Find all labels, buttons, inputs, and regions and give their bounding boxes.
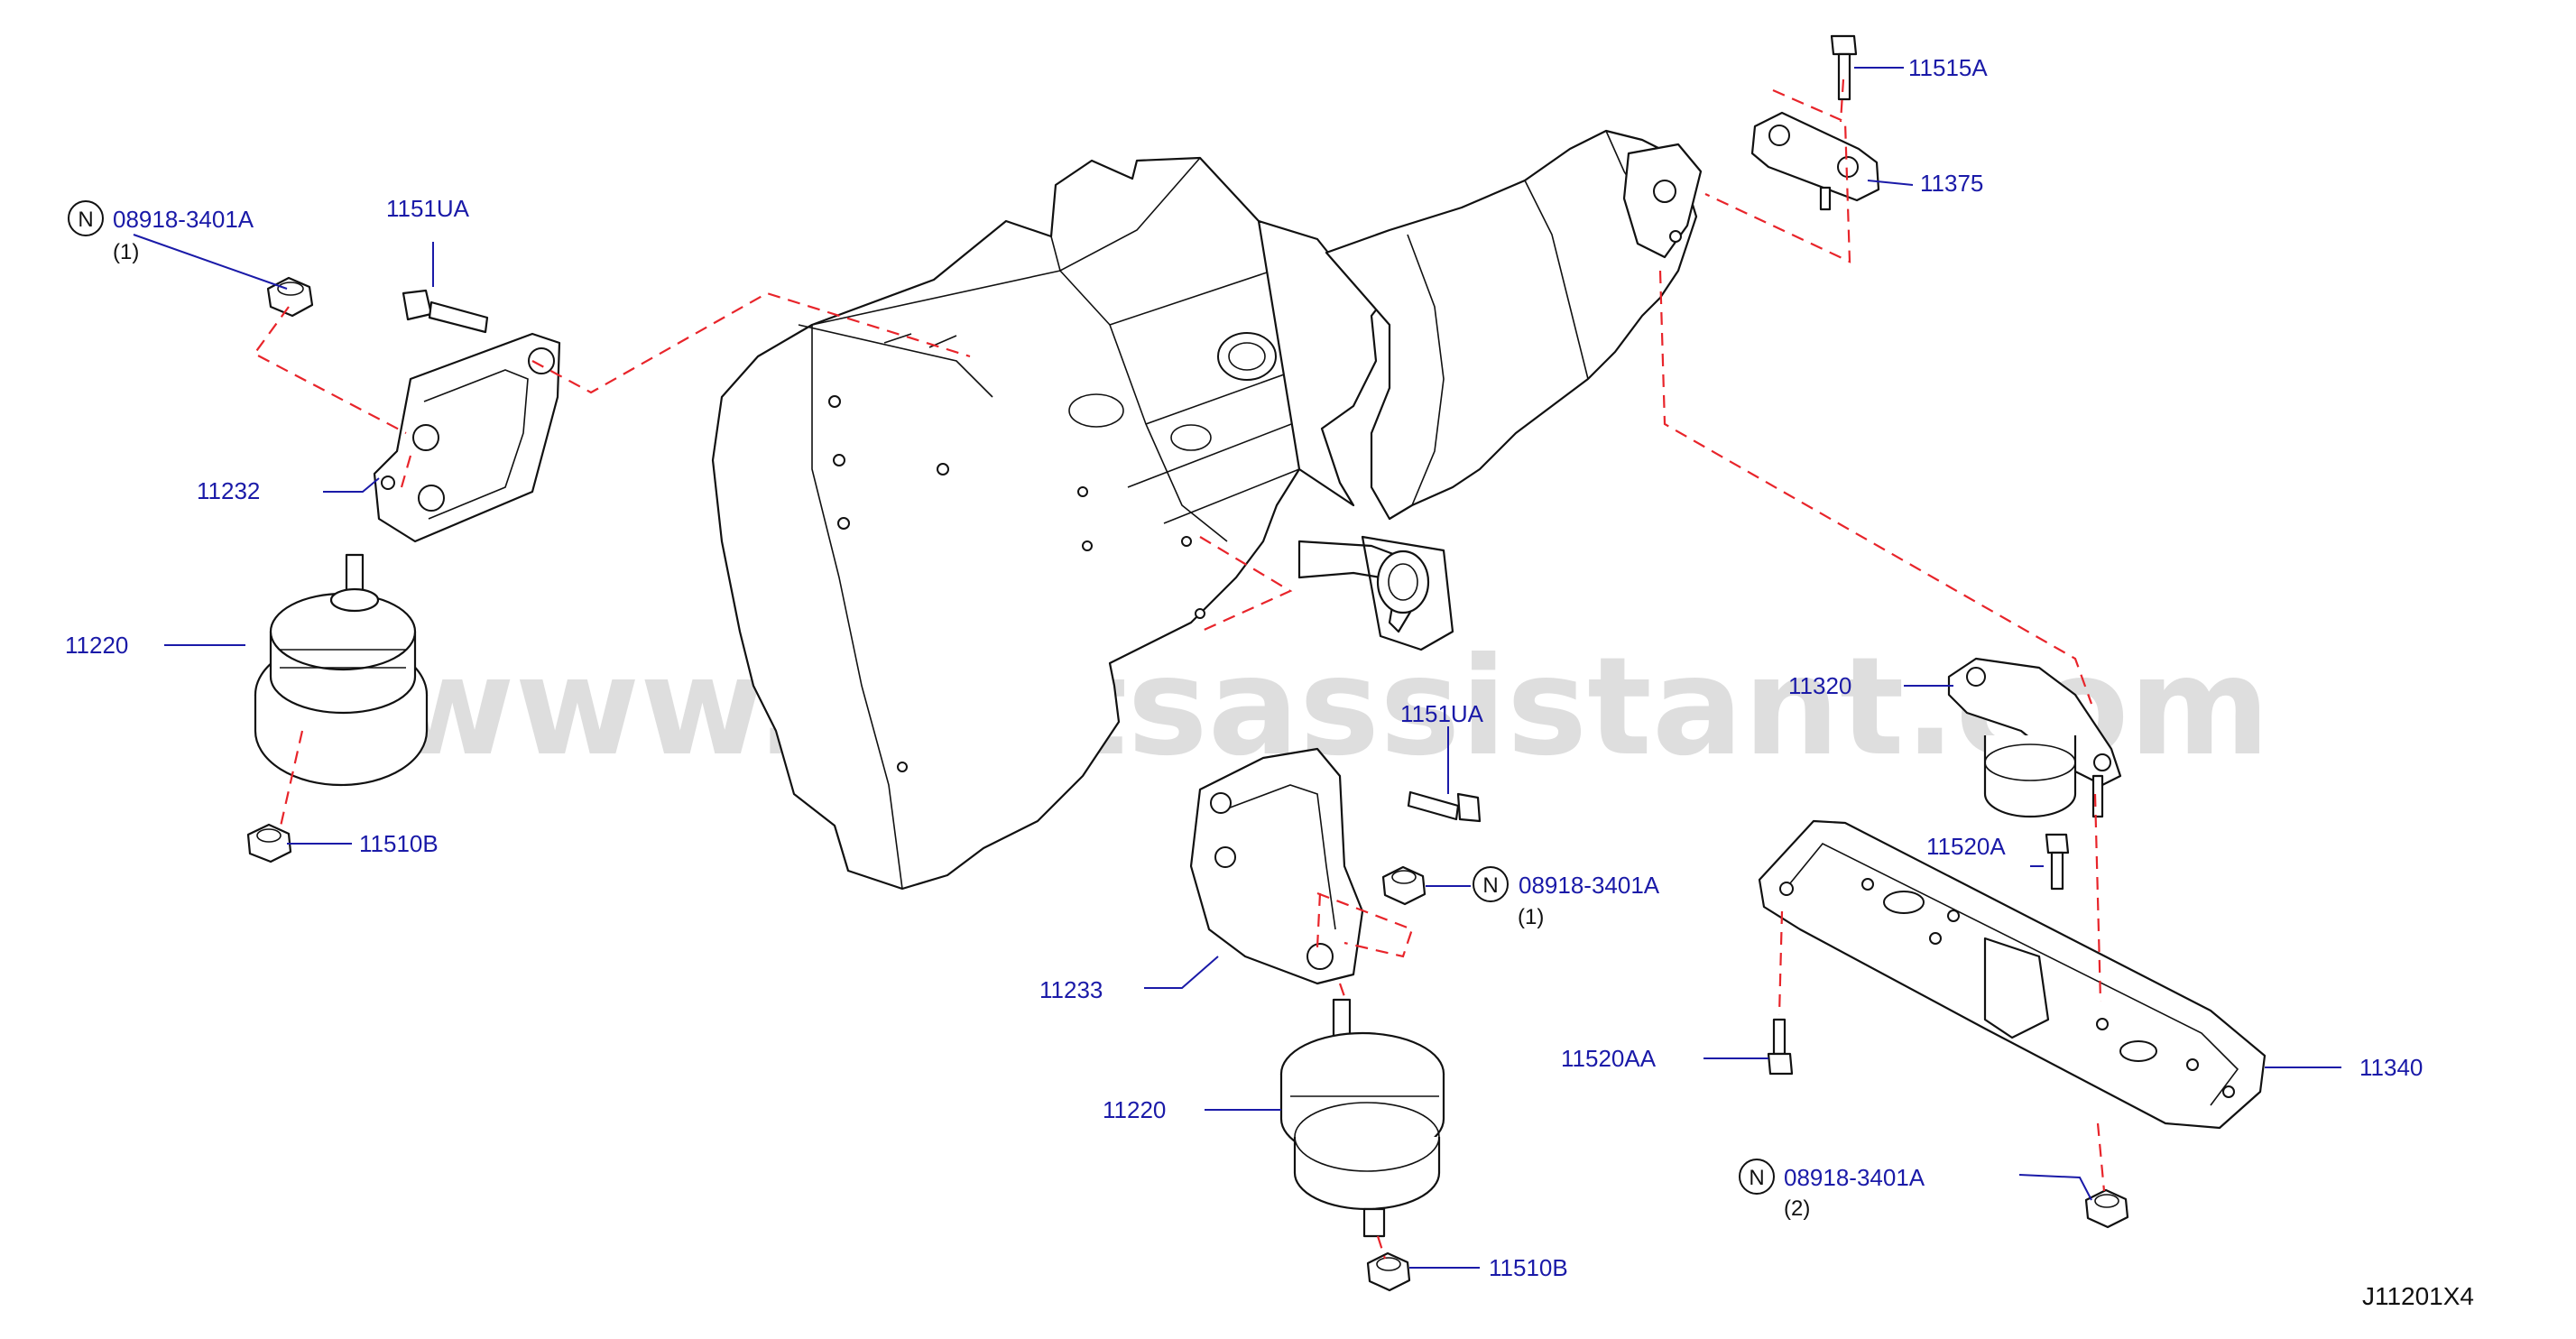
label-nut-left-bottom: 11510B	[359, 830, 439, 857]
leader-lines	[133, 67, 2341, 1269]
note-symbol: N	[1749, 1166, 1764, 1190]
nut-icon	[1381, 865, 1426, 906]
note-circle-icon	[1739, 1159, 1775, 1195]
label-nut-top-left: 08918-3401A	[113, 206, 254, 233]
watermark-text: www.partsassistant.com	[390, 629, 2270, 786]
label-bolt-top-left: 1151UA	[386, 195, 470, 222]
transmission-bracket	[1750, 111, 1880, 211]
nut-icon	[1366, 1251, 1411, 1292]
note-symbol: N	[78, 208, 93, 232]
bolt-icon	[1767, 1018, 1794, 1076]
label-mount-center: 11220	[1103, 1096, 1166, 1123]
label-bracket-left: 11232	[197, 477, 260, 504]
note-symbol: N	[1482, 873, 1498, 898]
note-circle-icon	[1473, 866, 1509, 902]
engine-bracket-left	[373, 332, 561, 543]
label-mount-left: 11220	[65, 632, 128, 659]
part-labels: N 08918-3401A (1) 1151UA 11232 11220 115…	[65, 54, 2423, 1281]
label-nut-center-bottom: 11510B	[1489, 1254, 1568, 1281]
label-bolt-member: 11520AA	[1561, 1045, 1657, 1072]
engine-mount-center	[1279, 998, 1445, 1238]
label-nut-center: 08918-3401A	[1519, 872, 1660, 899]
label-bracket-center: 11233	[1039, 976, 1103, 1003]
label-bolt-top-right: 11515A	[1908, 54, 1988, 81]
label-bolt-center: 1151UA	[1400, 700, 1484, 727]
bolt-icon	[1407, 790, 1482, 823]
engine-mount-left	[254, 553, 429, 787]
nut-icon	[2084, 1188, 2129, 1229]
qty-nut-top-left: (1)	[113, 240, 139, 264]
bolt-icon	[402, 289, 489, 334]
bolt-icon	[1830, 34, 1858, 101]
assembly-lines	[253, 78, 2106, 1260]
qty-nut-member: (2)	[1784, 1196, 1810, 1221]
nut-icon	[266, 276, 314, 318]
bolt-icon	[2045, 833, 2070, 891]
diagram-code: J11201X4	[2362, 1282, 2474, 1310]
label-mount-rear: 11320	[1788, 672, 1851, 699]
note-circle-icon	[68, 200, 104, 236]
label-bracket-top-right: 11375	[1920, 170, 1983, 197]
label-bolt-rear: 11520A	[1926, 833, 2006, 860]
engine-transmission-assembly	[711, 129, 1703, 891]
transmission-mount	[1947, 657, 2122, 818]
nut-icon	[246, 823, 292, 863]
engine-bracket-center	[1189, 747, 1364, 985]
crossmember	[1758, 819, 2267, 1130]
qty-nut-center: (1)	[1518, 905, 1544, 929]
label-crossmember: 11340	[2359, 1054, 2423, 1081]
label-nut-member: 08918-3401A	[1784, 1164, 1925, 1191]
